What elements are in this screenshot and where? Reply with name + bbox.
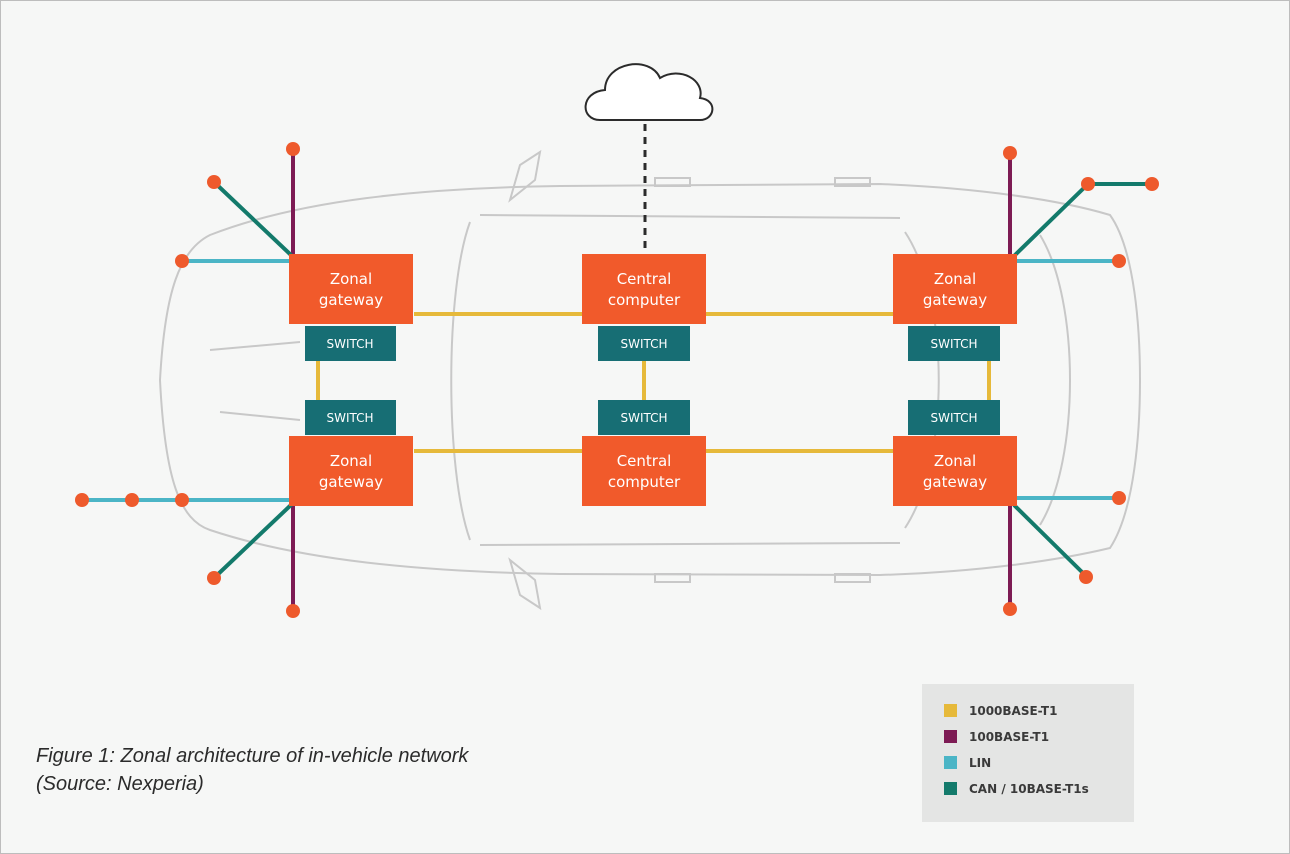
node-label: gateway: [923, 291, 987, 309]
legend-item-100base-t1: 100BASE-T1: [944, 728, 1049, 746]
legend: 1000BASE-T1 100BASE-T1 LIN CAN / 10BASE-…: [922, 684, 1134, 822]
endpoint: [1003, 602, 1017, 616]
endpoint: [286, 142, 300, 156]
door-handle-4: [834, 573, 871, 583]
switch-label: SWITCH: [930, 411, 977, 425]
figure-caption: Figure 1: Zonal architecture of in-vehic…: [36, 742, 468, 798]
switch-top-center: SWITCH: [598, 326, 690, 361]
endpoint: [1079, 570, 1093, 584]
bottom-right-zonal-gateway: Zonal gateway: [893, 436, 1017, 506]
switch-bottom-left: SWITCH: [305, 400, 396, 435]
legend-label: CAN / 10BASE-T1s: [969, 782, 1089, 796]
switch-label: SWITCH: [930, 337, 977, 351]
switch-top-left: SWITCH: [305, 326, 396, 361]
node-label: Zonal: [330, 270, 372, 288]
car-trunk-line: [1039, 234, 1071, 526]
switch-label: SWITCH: [620, 337, 667, 351]
node-label: Zonal: [934, 270, 976, 288]
mirror-top: [508, 149, 542, 203]
legend-item-lin: LIN: [944, 754, 991, 772]
node-label: Central: [617, 452, 672, 470]
endpoint: [125, 493, 139, 507]
switch-label: SWITCH: [326, 411, 373, 425]
links-1000base-t1: [316, 312, 991, 453]
legend-label: 1000BASE-T1: [969, 704, 1058, 718]
node-label: gateway: [923, 473, 987, 491]
legend-label: 100BASE-T1: [969, 730, 1050, 744]
link-can-bottom-left: [212, 502, 294, 580]
endpoint: [175, 254, 189, 268]
switch-label: SWITCH: [326, 337, 373, 351]
switch-label: SWITCH: [620, 411, 667, 425]
switch-bottom-center: SWITCH: [598, 400, 690, 435]
node-label: gateway: [319, 291, 383, 309]
endpoint: [286, 604, 300, 618]
node-label: Central: [617, 270, 672, 288]
endpoint: [75, 493, 89, 507]
legend-swatch: [944, 782, 957, 795]
top-left-zonal-gateway: Zonal gateway: [289, 254, 413, 324]
door-handle-3: [654, 573, 691, 583]
door-handle-2: [834, 177, 871, 187]
car-hood-line-1: [209, 341, 301, 351]
car-hood-line-2: [219, 411, 301, 421]
endpoints: [75, 142, 1159, 618]
endpoint: [1112, 491, 1126, 505]
endpoint: [1081, 177, 1095, 191]
node-label: computer: [608, 473, 681, 491]
cloud-icon: [584, 63, 714, 121]
node-label: computer: [608, 291, 681, 309]
legend-swatch: [944, 756, 957, 769]
link-can-top-right: [1012, 182, 1152, 258]
endpoint: [175, 493, 189, 507]
endpoint: [207, 571, 221, 585]
legend-label: LIN: [969, 756, 992, 770]
bottom-left-zonal-gateway: Zonal gateway: [289, 436, 413, 506]
mirror-bottom: [508, 557, 542, 611]
switch-bottom-right: SWITCH: [908, 400, 1000, 435]
endpoint: [1003, 146, 1017, 160]
node-label: gateway: [319, 473, 383, 491]
legend-swatch: [944, 730, 957, 743]
link-can-top-left: [212, 180, 294, 258]
links-100base-t1: [291, 150, 1012, 610]
endpoint: [207, 175, 221, 189]
legend-item-can: CAN / 10BASE-T1s: [944, 780, 1089, 798]
caption-title: Figure 1: Zonal architecture of in-vehic…: [36, 745, 469, 767]
node-label: Zonal: [330, 452, 372, 470]
endpoint: [1145, 177, 1159, 191]
switch-top-right: SWITCH: [908, 326, 1000, 361]
bottom-central-computer: Central computer: [582, 436, 706, 506]
car-windshield: [450, 221, 471, 541]
door-handle-1: [654, 177, 691, 187]
car-outline: [158, 149, 1142, 611]
node-label: Zonal: [934, 452, 976, 470]
top-central-computer: Central computer: [582, 254, 706, 324]
links-lin: [82, 259, 1119, 502]
link-can-bottom-right: [1012, 503, 1088, 578]
car-roof-line-top: [479, 214, 901, 219]
legend-swatch: [944, 704, 957, 717]
caption-source: (Source: Nexperia): [36, 773, 204, 795]
endpoint: [1112, 254, 1126, 268]
car-body: [158, 182, 1142, 577]
car-roof-line-bottom: [479, 542, 901, 546]
legend-item-1000base-t1: 1000BASE-T1: [944, 702, 1057, 720]
top-right-zonal-gateway: Zonal gateway: [893, 254, 1017, 324]
